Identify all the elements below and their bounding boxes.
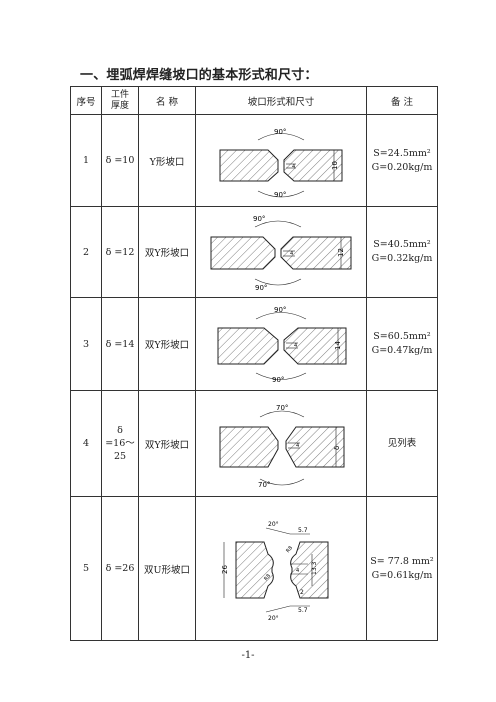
row-name: Y形坡口: [138, 114, 196, 207]
header-form: 坡口形式和尺寸: [195, 86, 367, 115]
svg-text:13.3: 13.3: [311, 561, 318, 575]
groove-table: 序号 工件厚度 名 称 坡口形式和尺寸 备 注 1 δ =10 Y形坡口 90°…: [70, 86, 438, 641]
page-heading: 一、埋弧焊焊缝坡口的基本形式和尺寸：: [80, 68, 318, 83]
table-row: 5 δ =26 双U形坡口 26 20° 20° 5.7 5.7 R8 R8: [70, 496, 438, 641]
svg-text:20°: 20°: [268, 615, 279, 622]
page-number: -1-: [241, 650, 255, 661]
svg-text:4: 4: [290, 251, 293, 257]
svg-text:70°: 70°: [276, 404, 288, 412]
svg-text:12: 12: [337, 248, 345, 257]
svg-text:20°: 20°: [268, 521, 279, 528]
svg-text:5.7: 5.7: [298, 527, 308, 534]
svg-text:90°: 90°: [255, 284, 267, 292]
svg-text:4: 4: [296, 443, 299, 449]
header-thickness: 工件厚度: [101, 86, 139, 115]
svg-text:90°: 90°: [274, 128, 286, 136]
row-thickness: δ =14: [101, 297, 139, 391]
double-y-groove-figure: 90° 90° 4 12: [210, 215, 352, 292]
svg-text:90°: 90°: [274, 306, 286, 314]
svg-text:4: 4: [296, 568, 299, 574]
row-thickness: δ =12: [101, 206, 139, 298]
row-name: 双Y形坡口: [138, 390, 196, 497]
table-row: 4 δ=16～25 双Y形坡口 70° 70° 4 δ 见列表: [70, 390, 438, 497]
svg-text:90°: 90°: [272, 376, 284, 384]
row-name: 双U形坡口: [138, 496, 196, 641]
row-seq: 5: [70, 496, 102, 641]
row-seq: 1: [70, 114, 102, 207]
groove-drawing: 26 20° 20° 5.7 5.7 R8 R8 4 13.3 2: [195, 496, 367, 641]
svg-text:26: 26: [221, 564, 229, 573]
header-seq: 序号: [70, 86, 102, 115]
svg-text:10: 10: [331, 161, 339, 170]
row-seq: 4: [70, 390, 102, 497]
svg-text:R8: R8: [285, 545, 294, 554]
groove-drawing: 90° 90° 4 12: [195, 206, 367, 298]
row-thickness: δ=16～25: [101, 390, 139, 497]
svg-text:5.7: 5.7: [298, 607, 308, 614]
svg-text:14: 14: [334, 341, 342, 350]
svg-text:90°: 90°: [253, 215, 265, 223]
header-name: 名 称: [138, 86, 196, 115]
groove-drawing: 90° 90° 4 10: [195, 114, 367, 207]
svg-text:90°: 90°: [274, 191, 286, 199]
table-header-row: 序号 工件厚度 名 称 坡口形式和尺寸 备 注: [70, 86, 438, 115]
row-thickness: δ =26: [101, 496, 139, 641]
row-note: 见列表: [366, 390, 438, 497]
groove-drawing: 90° 90° 4 14: [195, 297, 367, 391]
row-seq: 3: [70, 297, 102, 391]
groove-drawing: 70° 70° 4 δ: [195, 390, 367, 497]
svg-text:4: 4: [292, 164, 295, 170]
header-note: 备 注: [366, 86, 438, 115]
row-seq: 2: [70, 206, 102, 298]
svg-text:4: 4: [294, 343, 297, 349]
double-u-groove-figure: 26 20° 20° 5.7 5.7 R8 R8 4 13.3 2: [221, 521, 329, 622]
double-y-groove-figure: 90° 90° 4 14: [217, 306, 347, 384]
row-name: 双Y形坡口: [138, 297, 196, 391]
svg-text:70°: 70°: [258, 481, 270, 489]
svg-text:R8: R8: [263, 573, 272, 582]
row-name: 双Y形坡口: [138, 206, 196, 298]
svg-text:δ: δ: [333, 445, 341, 449]
svg-text:2: 2: [300, 589, 304, 596]
double-y-groove-figure: 70° 70° 4 δ: [219, 404, 345, 489]
row-thickness: δ =10: [101, 114, 139, 207]
y-groove-figure: 90° 90° 4 10: [219, 128, 343, 199]
